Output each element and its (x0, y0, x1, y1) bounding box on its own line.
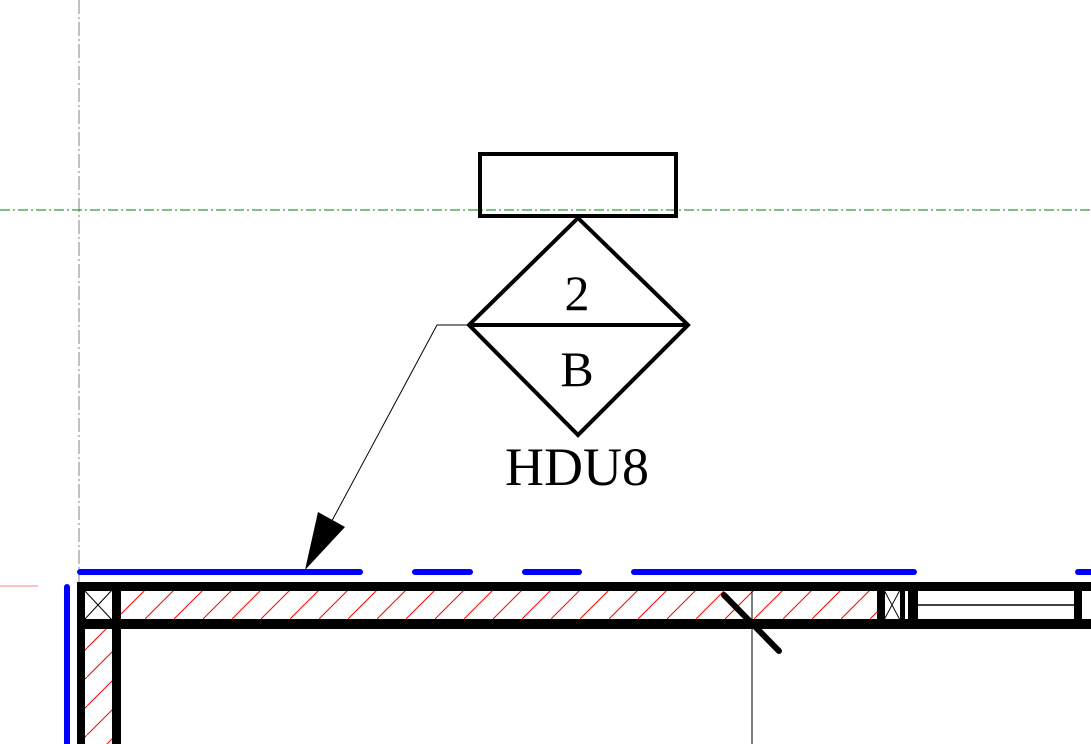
tag-type-label: HDU8 (505, 437, 649, 497)
hold-down-tag[interactable]: 2 B HDU8 (466, 152, 691, 497)
wall-hatch-vertical (84, 624, 113, 744)
end-post-icon (883, 589, 901, 621)
tag-bottom-value: B (560, 341, 593, 397)
dimension-line (64, 569, 1091, 744)
break-mark (721, 592, 782, 654)
arrowhead-icon (305, 512, 345, 570)
wall[interactable] (77, 582, 1091, 744)
corner-post-icon (83, 589, 113, 621)
leader-arrow (305, 324, 469, 570)
tag-diamond (466, 215, 691, 438)
tag-header-box (478, 152, 678, 218)
tag-top-value: 2 (565, 265, 590, 321)
wall-hatch-horizontal (84, 590, 880, 620)
